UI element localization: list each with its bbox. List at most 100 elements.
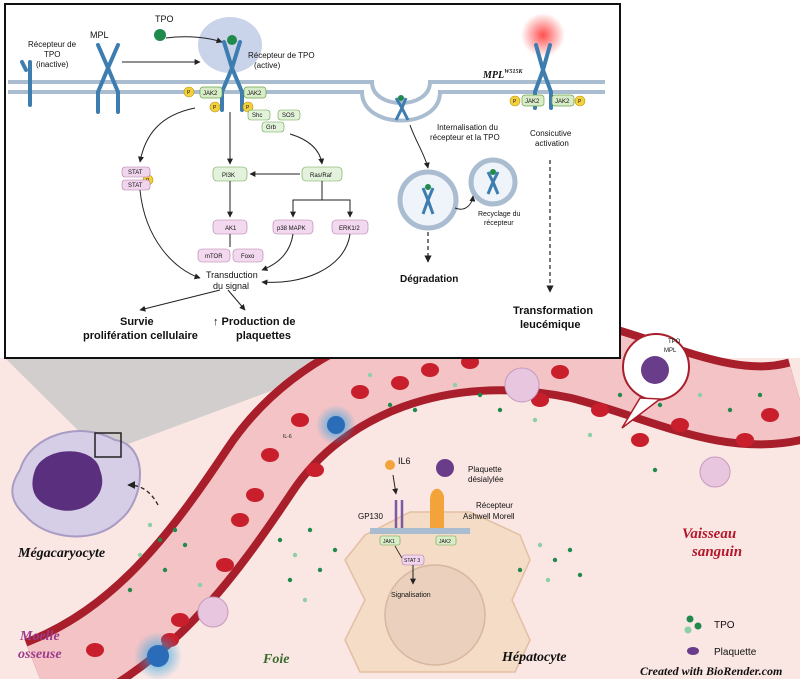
tpo-dot — [172, 527, 178, 533]
tpo-dot — [537, 542, 543, 548]
mpl-label: MPL — [90, 30, 109, 40]
megakaryocyte-label: Mégacaryocyte — [17, 546, 105, 561]
pathway-arrows — [138, 107, 353, 312]
ashwell-morell-receptor — [430, 488, 444, 528]
active-receptor — [220, 40, 244, 112]
constitutive-label-2: activation — [535, 139, 569, 148]
il6-arrow — [392, 474, 399, 495]
tpo-dot — [617, 392, 623, 398]
gp130-label: GP130 — [358, 512, 383, 521]
shc-label: Shc — [252, 113, 262, 119]
blue-cell-core — [327, 416, 345, 434]
tpo-dots — [127, 372, 763, 603]
desialylated-label-1: Plaquette — [468, 465, 502, 474]
megakaryocyte-nucleus — [32, 451, 103, 511]
tpo-dot — [287, 577, 293, 583]
tpo-dot — [517, 567, 523, 573]
red-blood-cell — [216, 558, 234, 572]
red-blood-cell — [531, 393, 549, 407]
sos-label: SOS — [282, 113, 295, 119]
inactive-receptor-label-2: TPO — [44, 50, 60, 59]
jak2-left-box — [199, 86, 223, 99]
phospho-groups — [142, 86, 586, 186]
stat3-label: STAT 3 — [404, 558, 420, 564]
tpo-dot — [197, 582, 203, 588]
hepatocyte-nucleus — [384, 564, 486, 666]
tpo-dot — [697, 392, 703, 398]
inset-mpl-label: MPL — [664, 348, 677, 354]
transformation-label-1: Transformation — [513, 305, 593, 317]
red-blood-cell — [736, 433, 754, 447]
active-receptor-label-2: (active) — [254, 61, 281, 70]
tpo-dot — [587, 432, 593, 438]
inactive-receptor-label-1: Récepteur de — [28, 40, 77, 49]
degradation-label: Dégradation — [400, 274, 458, 285]
legend-platelet-label: Plaquette — [714, 647, 757, 658]
zoom-wedge — [5, 358, 360, 447]
inactive-receptor — [20, 43, 120, 114]
svg-text:P: P — [578, 99, 582, 105]
tpo-dot — [452, 382, 458, 388]
active-receptor-label-1: Récepteur de TPO — [248, 51, 315, 60]
jak2-right-label: JAK2 — [247, 91, 262, 97]
tpo-label: TPO — [155, 14, 174, 24]
red-blood-cell — [421, 363, 439, 377]
internalisation-label-2: récepteur et la TPO — [430, 133, 500, 142]
recycling-label-1: Recyclage du — [478, 211, 521, 218]
inactive-receptor-label-3: (inactive) — [36, 60, 69, 69]
internalisation-arrow — [409, 124, 430, 169]
jak2-box — [435, 535, 457, 546]
shc-box — [247, 109, 271, 121]
tpo-dot — [552, 557, 558, 563]
ashwell-label-2: Ashwell Morell — [463, 512, 515, 521]
il6-small-label: IL-6 — [283, 434, 292, 440]
tpo-dot — [317, 567, 323, 573]
tpo-dot — [577, 572, 583, 578]
mtor-box — [197, 248, 231, 263]
tpo-dot — [567, 547, 573, 553]
svg-text:P: P — [187, 90, 191, 96]
recycling-arrow — [454, 195, 476, 210]
tpo-binding-arrow — [165, 36, 223, 44]
tpo-dot — [292, 552, 298, 558]
liver-label: Foie — [262, 652, 289, 667]
legend-tpo-label: TPO — [714, 620, 735, 631]
internalisation-label-1: Internalisation du — [437, 123, 498, 132]
hepatocyte-label: Hépatocyte — [501, 650, 567, 665]
jak2-right-box — [243, 86, 267, 99]
tpo-dot — [545, 577, 551, 583]
tpo-dot — [652, 467, 658, 473]
foxo-label: Foxo — [241, 254, 255, 260]
megakaryocyte-release-arrow — [127, 481, 159, 506]
tpo-dot — [127, 587, 133, 593]
red-blood-cell — [761, 408, 779, 422]
jak2-mutant-left-box — [521, 94, 545, 107]
recycled-tpo — [490, 169, 496, 175]
tpo-dot — [757, 392, 763, 398]
tpo-dot — [532, 417, 538, 423]
bone-marrow-label-1: Moelle — [19, 629, 60, 644]
tpo-dot — [182, 542, 188, 548]
production-label-1: ↑ Production de — [213, 316, 296, 328]
p38-label: p38 MAPK — [277, 226, 306, 232]
ras-raf-label: Ras/Raf — [310, 173, 332, 179]
tpo-dot — [147, 522, 153, 528]
transduction-label-1: Transduction — [206, 270, 258, 280]
tpo-dot — [412, 407, 418, 413]
tpo-dot — [302, 597, 308, 603]
tpo-dot — [387, 402, 393, 408]
mutant-label: MPLW515K — [482, 69, 523, 81]
svg-text:P: P — [513, 99, 517, 105]
hepatocyte-membrane — [370, 528, 470, 534]
red-blood-cell — [261, 448, 279, 462]
stat-label-bottom: STAT — [128, 183, 143, 189]
recycling-label-2: récepteur — [484, 220, 514, 227]
svg-text:P: P — [246, 105, 250, 111]
constitutive-label-1: Consicutive — [530, 129, 572, 138]
recycled-receptor — [486, 171, 500, 195]
red-blood-cell — [231, 513, 249, 527]
stat-box-bottom — [121, 179, 151, 191]
pi3k-label: PI3K — [222, 173, 235, 179]
active-receptor-halo — [198, 17, 262, 73]
